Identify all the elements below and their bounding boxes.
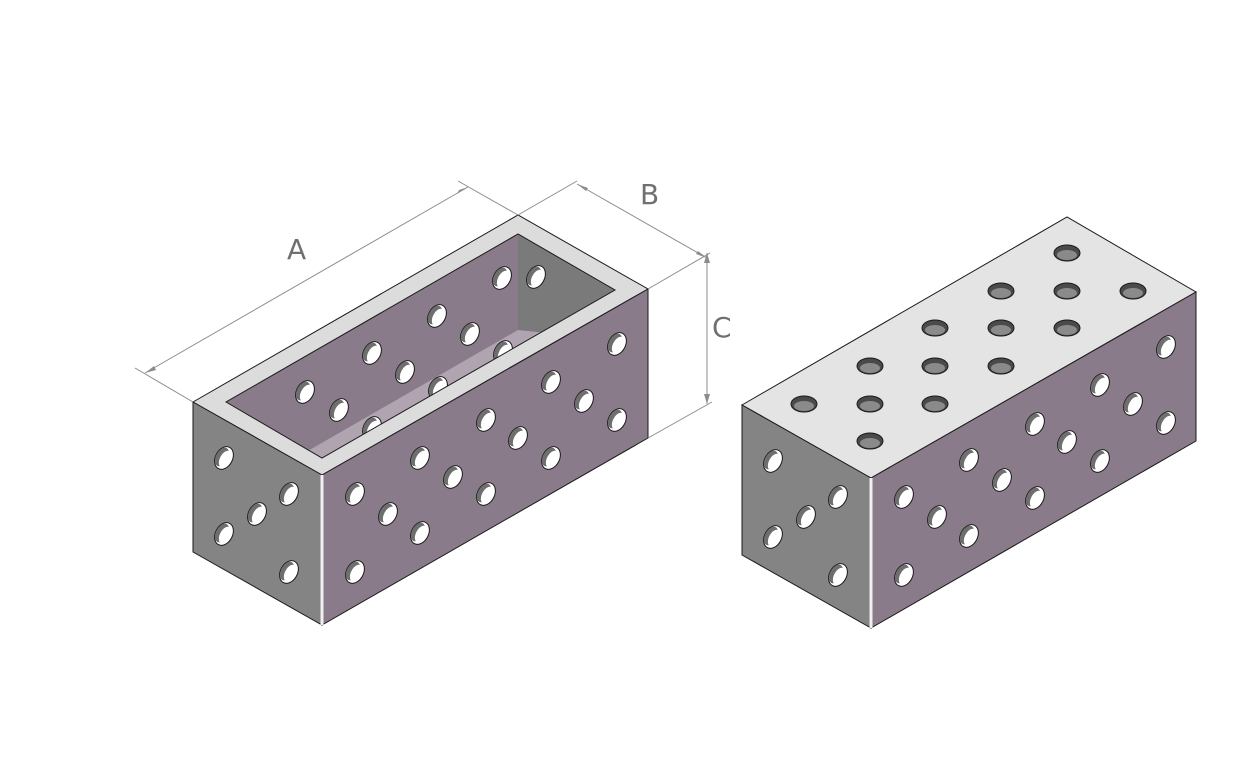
bolt-hole	[508, 426, 528, 450]
bolt-hole	[927, 505, 947, 529]
bolt-hole	[828, 563, 848, 587]
dimension-b-extension-right	[647, 252, 711, 290]
bolt-hole	[279, 560, 299, 584]
bolt-hole	[378, 502, 398, 526]
dimension-label-a: A	[287, 233, 306, 266]
bolt-hole	[894, 485, 914, 509]
dimension-a-extension-right	[457, 180, 519, 216]
dimension-c-extension-bottom	[647, 401, 713, 439]
inner-hole	[329, 398, 349, 422]
dimension-label-c: C	[712, 311, 732, 344]
bolt-hole	[214, 522, 234, 546]
bolt-hole	[1053, 244, 1081, 262]
bolt-hole	[247, 502, 267, 526]
dimension-a-line	[144, 186, 469, 374]
bolt-hole	[763, 525, 783, 549]
inner-hole	[362, 341, 382, 365]
bolt-hole	[959, 448, 979, 472]
bolt-hole	[345, 482, 365, 506]
bolt-hole	[1025, 486, 1045, 510]
bolt-hole	[992, 468, 1012, 492]
bolt-hole	[476, 408, 496, 432]
bolt-hole	[1090, 373, 1110, 397]
bolt-hole	[607, 332, 627, 356]
bolt-hole	[959, 524, 979, 548]
bolt-hole	[1156, 335, 1176, 359]
inner-hole	[492, 266, 512, 290]
hollow-box-end-holes	[214, 446, 299, 584]
hollow-box-inner-holes	[295, 265, 546, 440]
dimension-label-b: B	[640, 178, 659, 211]
inner-hole	[395, 360, 415, 384]
bolt-hole	[1053, 319, 1081, 337]
hollow-box	[191, 214, 650, 626]
bolt-hole	[921, 357, 949, 375]
bolt-hole	[987, 282, 1015, 300]
bolt-hole	[1090, 449, 1110, 473]
bolt-hole	[921, 395, 949, 413]
bolt-hole	[279, 482, 299, 506]
inner-hole	[427, 304, 447, 328]
solid-block-end-holes	[763, 449, 848, 587]
bolt-hole	[921, 319, 949, 337]
inner-hole	[460, 322, 480, 346]
bolt-hole	[790, 395, 818, 413]
hollow-box-side-holes	[345, 332, 627, 584]
bolt-hole	[410, 446, 430, 470]
solid-block	[740, 216, 1198, 629]
bolt-hole	[763, 449, 783, 473]
bolt-hole	[856, 395, 884, 413]
bolt-hole	[987, 357, 1015, 375]
bolt-hole	[856, 357, 884, 375]
bolt-hole	[214, 446, 234, 470]
bolt-hole	[574, 389, 594, 413]
bolt-hole	[1053, 282, 1081, 300]
dimension-a-extension-left	[134, 367, 194, 403]
solid-block-top-holes	[790, 244, 1147, 450]
bolt-hole	[796, 505, 816, 529]
bolt-hole	[1156, 411, 1176, 435]
bolt-hole	[476, 482, 496, 506]
solid-block-side-holes	[894, 335, 1176, 587]
dimension-b-line	[576, 183, 708, 259]
bolt-hole	[856, 432, 884, 450]
dimension-lines	[134, 180, 713, 439]
bolt-hole	[894, 563, 914, 587]
bolt-hole	[1123, 392, 1143, 416]
inner-hole	[295, 380, 315, 404]
dimension-b-extension-left	[517, 180, 578, 216]
bolt-hole	[410, 521, 430, 545]
bolt-hole	[1025, 412, 1045, 436]
bolt-hole	[828, 485, 848, 509]
inner-hole	[526, 265, 546, 289]
bolt-hole	[443, 465, 463, 489]
bolt-hole	[1119, 282, 1147, 300]
bolt-hole	[987, 319, 1015, 337]
dimension-arrows	[145, 184, 710, 404]
bolt-hole	[607, 408, 627, 432]
bolt-hole	[541, 370, 561, 394]
bolt-hole	[345, 560, 365, 584]
bolt-hole	[541, 446, 561, 470]
bolt-hole	[1057, 430, 1077, 454]
